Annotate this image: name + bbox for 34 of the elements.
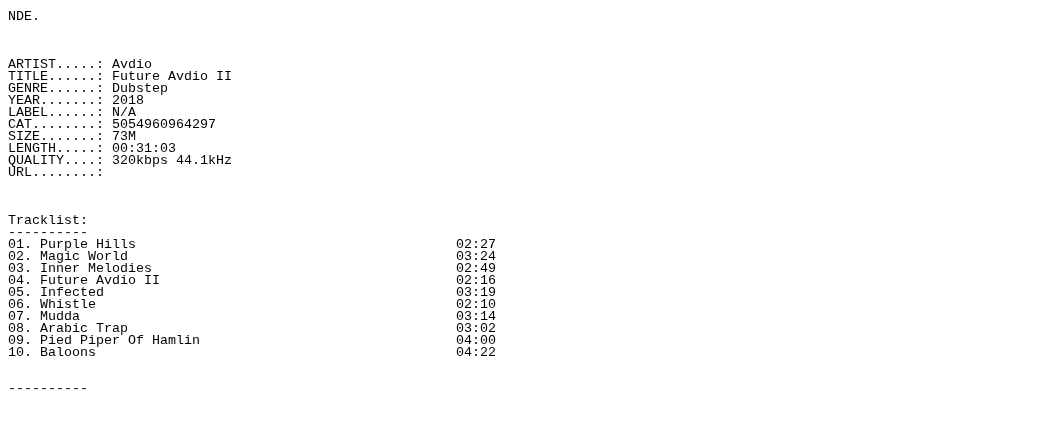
track-title: 09. Pied Piper Of Hamlin bbox=[8, 335, 200, 347]
track-duration: 04:22 bbox=[456, 347, 496, 359]
info-line: URL........: bbox=[8, 167, 104, 179]
info-line: SIZE.......: 73M bbox=[8, 131, 136, 143]
track-duration: 03:24 bbox=[456, 251, 496, 263]
section-heading: Tracklist: bbox=[8, 215, 88, 227]
track-title: 06. Whistle bbox=[8, 299, 96, 311]
info-line: QUALITY....: 320kbps 44.1kHz bbox=[8, 155, 232, 167]
info-line: LENGTH.....: 00:31:03 bbox=[8, 143, 176, 155]
info-line: CAT........: 5054960964297 bbox=[8, 119, 216, 131]
track-duration: 02:27 bbox=[456, 239, 496, 251]
track-title: 07. Mudda bbox=[8, 311, 80, 323]
info-line: ARTIST.....: Avdio bbox=[8, 59, 152, 71]
info-line: LABEL......: N/A bbox=[8, 107, 136, 119]
track-title: 04. Future Avdio II bbox=[8, 275, 160, 287]
track-title: 02. Magic World bbox=[8, 251, 128, 263]
info-line: YEAR.......: 2018 bbox=[8, 95, 144, 107]
track-title: 10. Baloons bbox=[8, 347, 96, 359]
group-tag: NDE. bbox=[8, 11, 40, 23]
track-duration: 02:49 bbox=[456, 263, 496, 275]
info-line: TITLE......: Future Avdio II bbox=[8, 71, 232, 83]
track-duration: 03:19 bbox=[456, 287, 496, 299]
track-title: 03. Inner Melodies bbox=[8, 263, 152, 275]
track-duration: 03:14 bbox=[456, 311, 496, 323]
track-duration: 03:02 bbox=[456, 323, 496, 335]
separator-line: ---------- bbox=[8, 383, 88, 395]
track-duration: 04:00 bbox=[456, 335, 496, 347]
track-title: 05. Infected bbox=[8, 287, 104, 299]
track-duration: 02:16 bbox=[456, 275, 496, 287]
separator-line: ---------- bbox=[8, 227, 88, 239]
info-line: GENRE......: Dubstep bbox=[8, 83, 168, 95]
track-title: 01. Purple Hills bbox=[8, 239, 136, 251]
track-title: 08. Arabic Trap bbox=[8, 323, 128, 335]
track-duration: 02:10 bbox=[456, 299, 496, 311]
